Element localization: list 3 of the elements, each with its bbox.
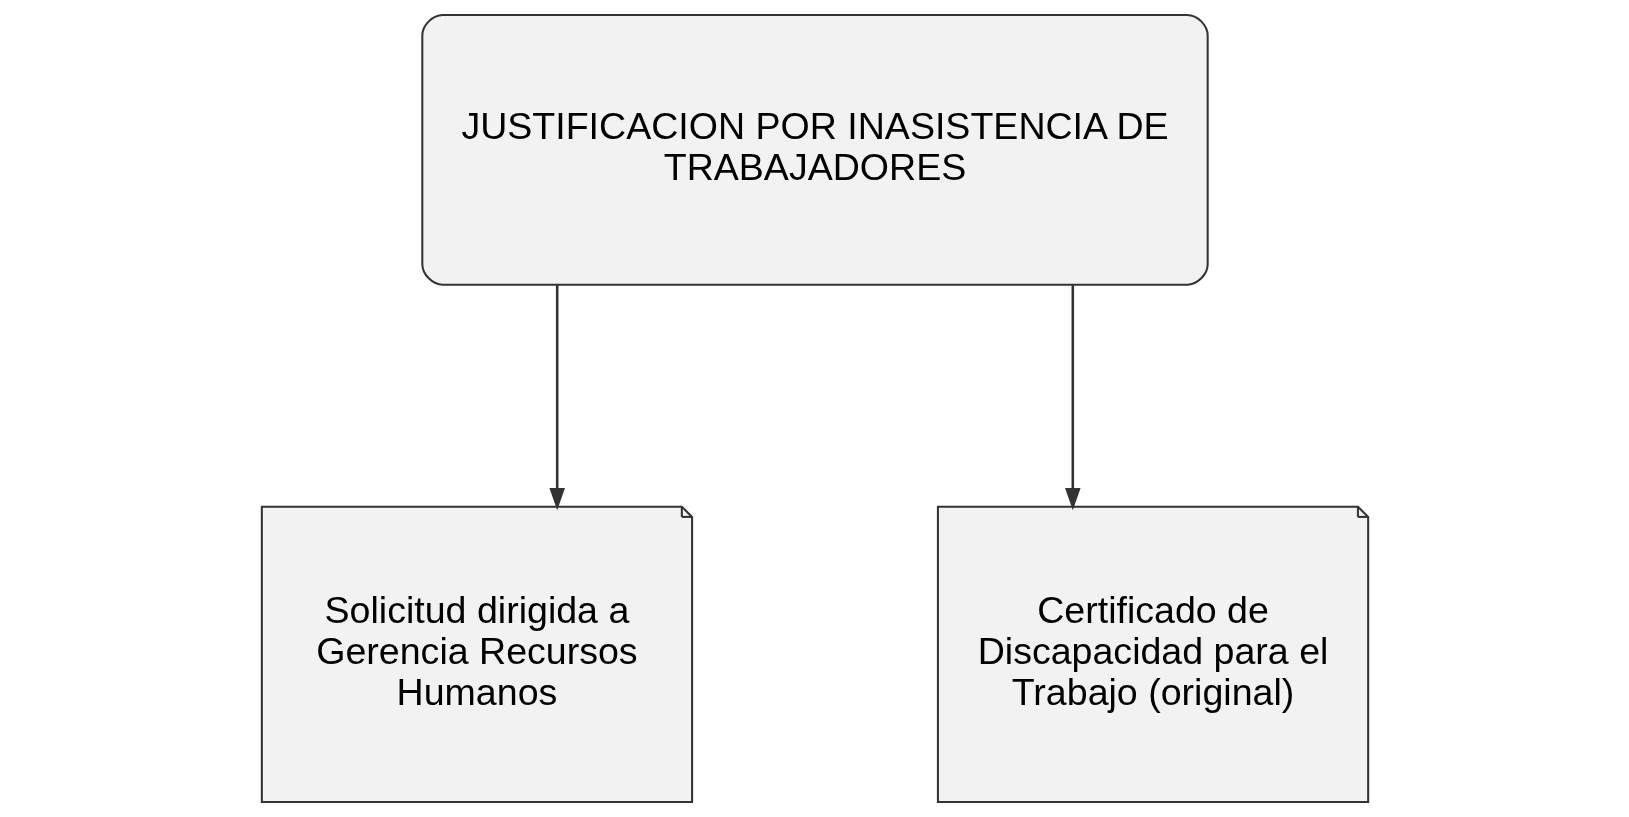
- node-box: JUSTIFICACION POR INASISTENCIA DE TRABAJADORES: [420, 13, 1209, 286]
- arrow: [1064, 285, 1081, 511]
- arrow: [548, 285, 565, 511]
